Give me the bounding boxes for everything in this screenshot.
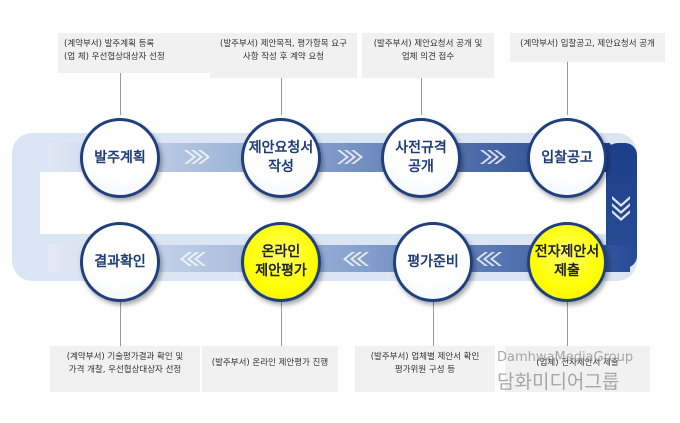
note-line: (발주부서) 제안목적, 평가항목 요구 [220,39,347,49]
note-bottom-1: (계약부서) 기술평가결과 확인 및 가격 개찰, 우선협상대상자 선정 [50,346,200,392]
step-label: 평가준비 [407,253,459,270]
step-label: 입찰공고 [541,149,593,166]
note-top-3: (발주부서) 제안요청서 공개 및 업체 의견 접수 [362,33,494,78]
step-label: 공개 [408,159,434,175]
step-label: 제안평가 [255,263,307,279]
step-label: 제안요청서 [248,140,314,156]
note-line: (발주부서) 업체별 제안서 확인 [370,352,480,362]
connector-line [421,78,422,115]
note-bottom-4: (업체) 전자제안서 제출 [505,346,650,392]
note-top-2: (발주부서) 제안목적, 평가항목 요구 사항 작성 후 계약 요청 [210,33,357,78]
note-line: (업 체) 우선협상대상자 선정 [64,52,165,62]
step-label: 전자제안서 [534,244,600,260]
step-online-evaluation: 온라인 제안평가 [241,222,321,302]
connector-line [433,302,434,346]
note-bottom-2: (발주부서) 온라인 제안평가 진행 [202,346,338,392]
step-procurement-plan: 발주계획 [80,118,160,198]
step-label: 온라인 [261,244,301,260]
step-evaluation-prep: 평가준비 [393,222,473,302]
step-e-proposal-submit: 전자제안서 제출 [527,222,607,302]
step-label: 사전규격 [395,140,447,156]
note-line: (발주부서) 온라인 제안평가 진행 [211,358,329,368]
step-rfp-writing: 제안요청서 작성 [241,118,321,198]
step-result-check: 결과확인 [80,222,160,302]
note-line: 사항 작성 후 계약 요청 [242,52,325,62]
watermark: DamhwaMediaGroup 담화미디어그룹 [497,350,633,394]
watermark-kr: 담화미디어그룹 [497,371,620,393]
connector-line [281,78,282,115]
step-pre-spec-release: 사전규격 공개 [381,118,461,198]
watermark-en: DamhwaMediaGroup [497,350,634,365]
note-line: (계약부서) 발주계획 등록 [64,39,155,49]
connector-line [120,302,121,346]
step-label: 제출 [554,263,580,279]
step-label: 발주계획 [94,149,146,166]
connector-line [120,73,121,115]
note-line: (발주부서) 제안요청서 공개 및 [373,39,483,49]
note-top-1: (계약부서) 발주계획 등록 (업 체) 우선협상대상자 선정 [58,33,216,73]
connector-line [567,302,568,346]
note-line: (업체) 전자제안서 제출 [536,358,619,368]
connector-line [567,62,568,115]
connector-line [281,302,282,346]
step-label: 결과확인 [94,253,146,270]
step-label: 작성 [268,159,294,175]
note-line: 가격 개찰, 우선협상대상자 선정 [68,365,182,375]
note-line: (계약부서) 입찰공고, 제안요청서 공개 [520,39,655,49]
note-line: (계약부서) 기술평가결과 확인 및 [66,352,184,362]
note-line: 평가위원 구성 등 [394,365,456,375]
note-line: 업체 의견 접수 [401,52,455,62]
note-top-4: (계약부서) 입찰공고, 제안요청서 공개 [510,33,665,62]
note-bottom-3: (발주부서) 업체별 제안서 확인 평가위원 구성 등 [355,346,495,392]
step-bid-notice: 입찰공고 [527,118,607,198]
